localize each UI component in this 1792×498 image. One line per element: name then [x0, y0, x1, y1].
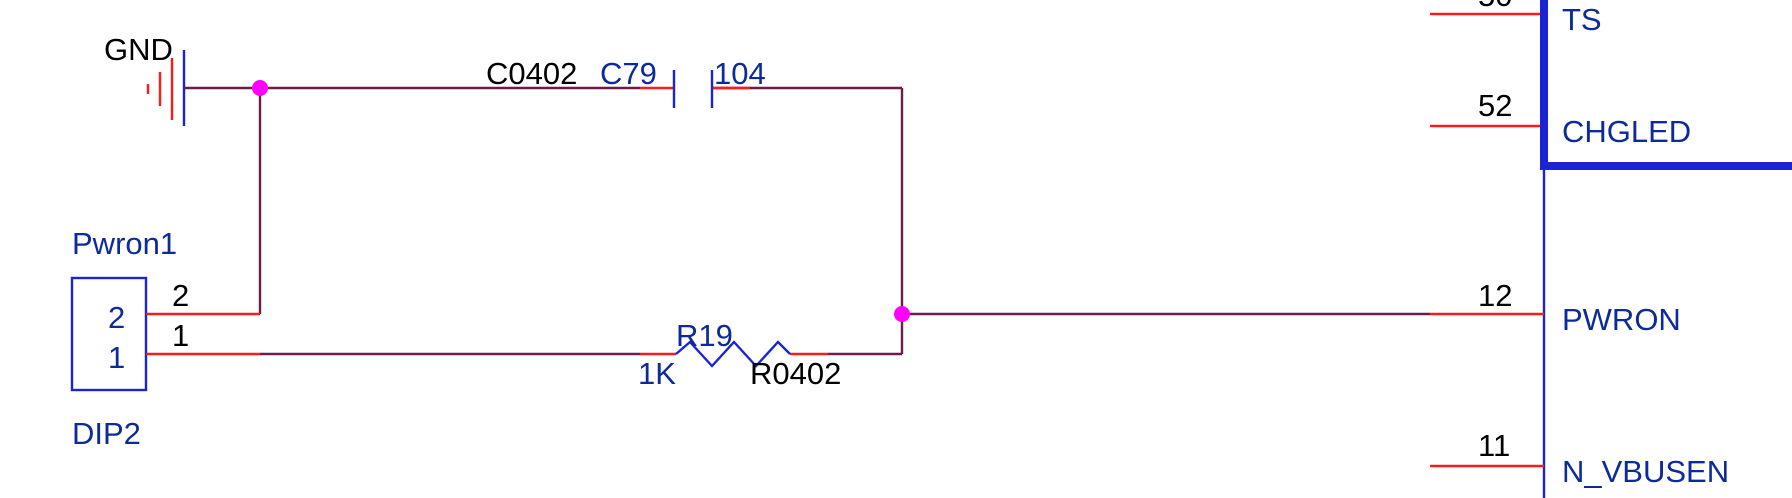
ic-pin-name: N_VBUSEN — [1562, 454, 1729, 489]
ic-pin-number: 12 — [1478, 278, 1512, 313]
resistor-package-label: R0402 — [750, 356, 841, 391]
resistor-value-label: 1K — [638, 356, 676, 391]
switch-pin-number-2: 2 — [172, 278, 189, 313]
ic-pin-number: 52 — [1478, 88, 1512, 123]
capacitor-ref-label: C79 — [600, 56, 657, 91]
capacitor-value-label: 104 — [714, 56, 766, 91]
ground-label: GND — [104, 32, 173, 67]
ic-pin-name: CHGLED — [1562, 114, 1691, 149]
ic-pin-chgled[interactable]: 52 CHGLED — [1430, 88, 1691, 149]
wires — [184, 86, 1430, 356]
ic-pin-name: PWRON — [1562, 302, 1681, 337]
junction-dot-pwron — [894, 306, 910, 322]
ic-pin-number: 50 — [1478, 0, 1512, 13]
ic-pin-n-vbusen[interactable]: 11 N_VBUSEN — [1430, 428, 1729, 489]
junction-dot-gnd — [252, 80, 268, 96]
switch-pwron1[interactable]: Pwron1 DIP2 2 1 2 1 — [70, 226, 260, 451]
resistor-r19[interactable]: R19 1K R0402 — [638, 318, 841, 391]
resistor-ref-label: R19 — [676, 318, 733, 353]
switch-ref-label: Pwron1 — [72, 226, 177, 261]
ic-pin-pwron[interactable]: 12 PWRON — [1430, 278, 1681, 337]
switch-pin-label-2: 2 — [108, 300, 125, 335]
ic-body[interactable]: 50 TS 52 CHGLED 12 PWRON 11 N_VBUSEN — [1430, 0, 1792, 498]
ic-pin-name: TS — [1562, 2, 1602, 37]
switch-pin-number-1: 1 — [172, 318, 189, 353]
ic-pin-number: 11 — [1478, 428, 1510, 463]
switch-footprint-label: DIP2 — [72, 416, 141, 451]
ground-symbol[interactable]: GND — [104, 32, 186, 126]
switch-pin-label-1: 1 — [108, 340, 125, 375]
ic-pin-ts[interactable]: 50 TS — [1430, 0, 1602, 37]
capacitor-package-label: C0402 — [486, 56, 577, 91]
capacitor-c79[interactable]: C0402 C79 104 — [486, 56, 766, 108]
